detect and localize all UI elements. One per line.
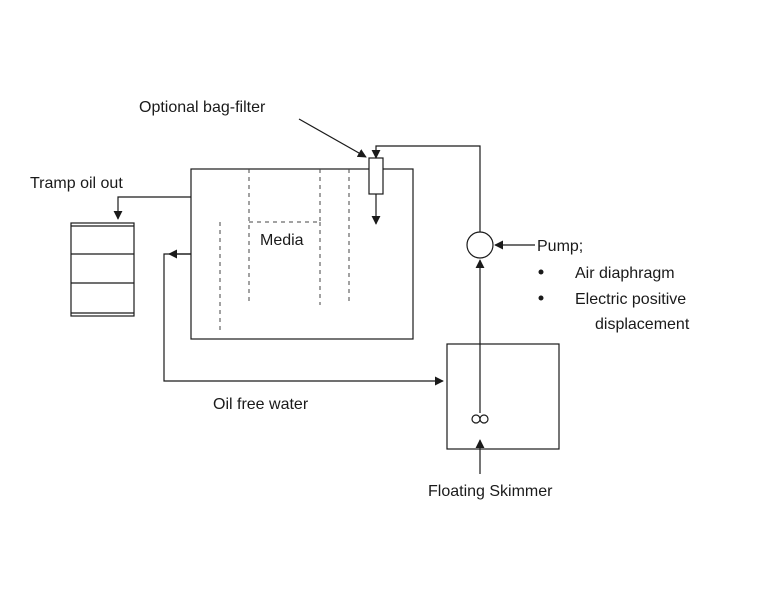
pump-label: Pump; bbox=[537, 238, 583, 255]
skimmer-label: Floating Skimmer bbox=[428, 483, 553, 500]
media-label: Media bbox=[260, 232, 304, 249]
oil-free-water-label: Oil free water bbox=[213, 396, 309, 413]
oil-drum bbox=[70, 222, 135, 317]
pump-symbol bbox=[466, 231, 494, 259]
tramp-oil-pipe bbox=[113, 196, 191, 220]
tramp-oil-label: Tramp oil out bbox=[30, 175, 123, 192]
pump-option-2-label-line2: displacement bbox=[595, 316, 690, 333]
skimmer-tank bbox=[446, 343, 560, 450]
bag-filter-leader bbox=[298, 118, 367, 158]
bullet-1 bbox=[538, 269, 544, 275]
media-baffles bbox=[219, 169, 350, 330]
pump-option-1-label: Air diaphragm bbox=[575, 265, 675, 282]
pump-option-2-label-line1: Electric positive bbox=[575, 291, 686, 308]
floating-skimmer-symbol bbox=[471, 414, 489, 424]
bullet-2 bbox=[538, 295, 544, 301]
oil-free-water-pipe bbox=[163, 253, 444, 386]
feed-pipe bbox=[371, 145, 481, 232]
bag-filter-label: Optional bag-filter bbox=[139, 99, 266, 116]
bag-filter bbox=[368, 157, 384, 225]
